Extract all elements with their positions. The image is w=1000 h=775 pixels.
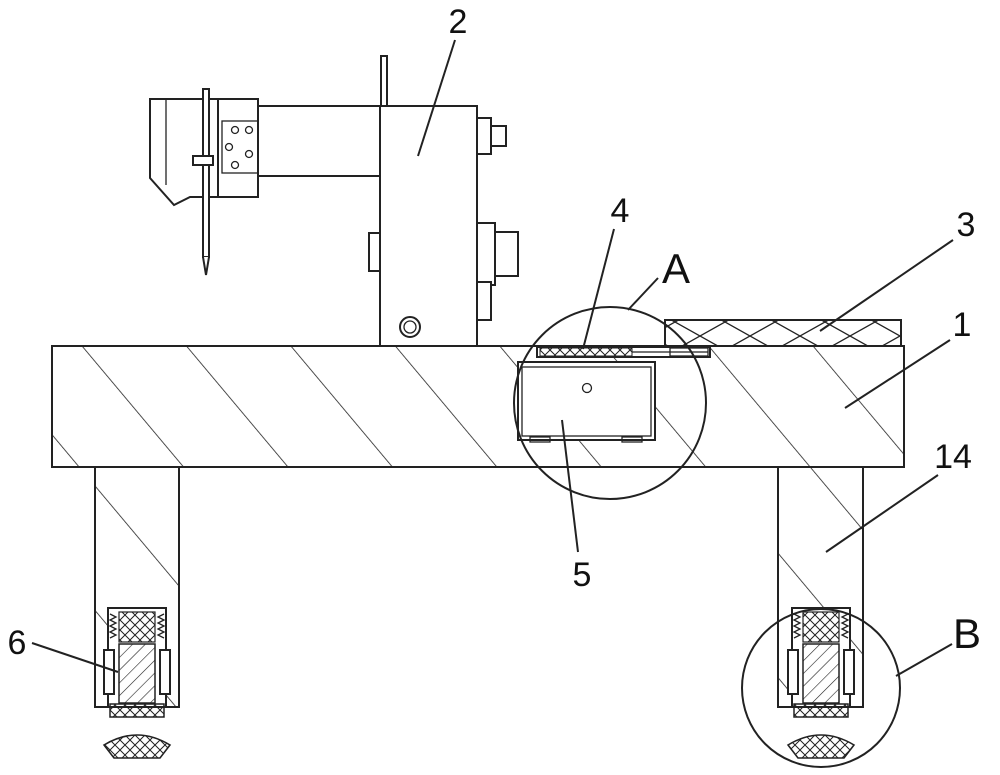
left-leg [94, 466, 180, 759]
left-foot-adjuster [102, 607, 172, 759]
label-side-plate: 3 [957, 206, 976, 244]
label-table-top: 1 [953, 306, 972, 344]
label-sewing-head: 2 [449, 3, 468, 41]
sewing-head [149, 55, 519, 347]
label-slide-rail: 4 [611, 192, 630, 230]
drawer-box [517, 361, 656, 443]
detail-circle-a [513, 306, 707, 500]
slide-rail [536, 346, 711, 358]
leader-lines [31, 39, 954, 677]
side-plate [664, 319, 902, 347]
right-leg [777, 466, 864, 759]
table-top [51, 345, 905, 468]
label-drawer-box: 5 [573, 556, 592, 594]
detail-circle-b [741, 608, 901, 768]
label-support-leg: 14 [934, 438, 972, 476]
label-foot-adjuster: 6 [8, 624, 27, 662]
label-detail-a: A [662, 245, 690, 292]
label-detail-b: B [953, 610, 981, 657]
right-foot-adjuster [786, 607, 856, 759]
